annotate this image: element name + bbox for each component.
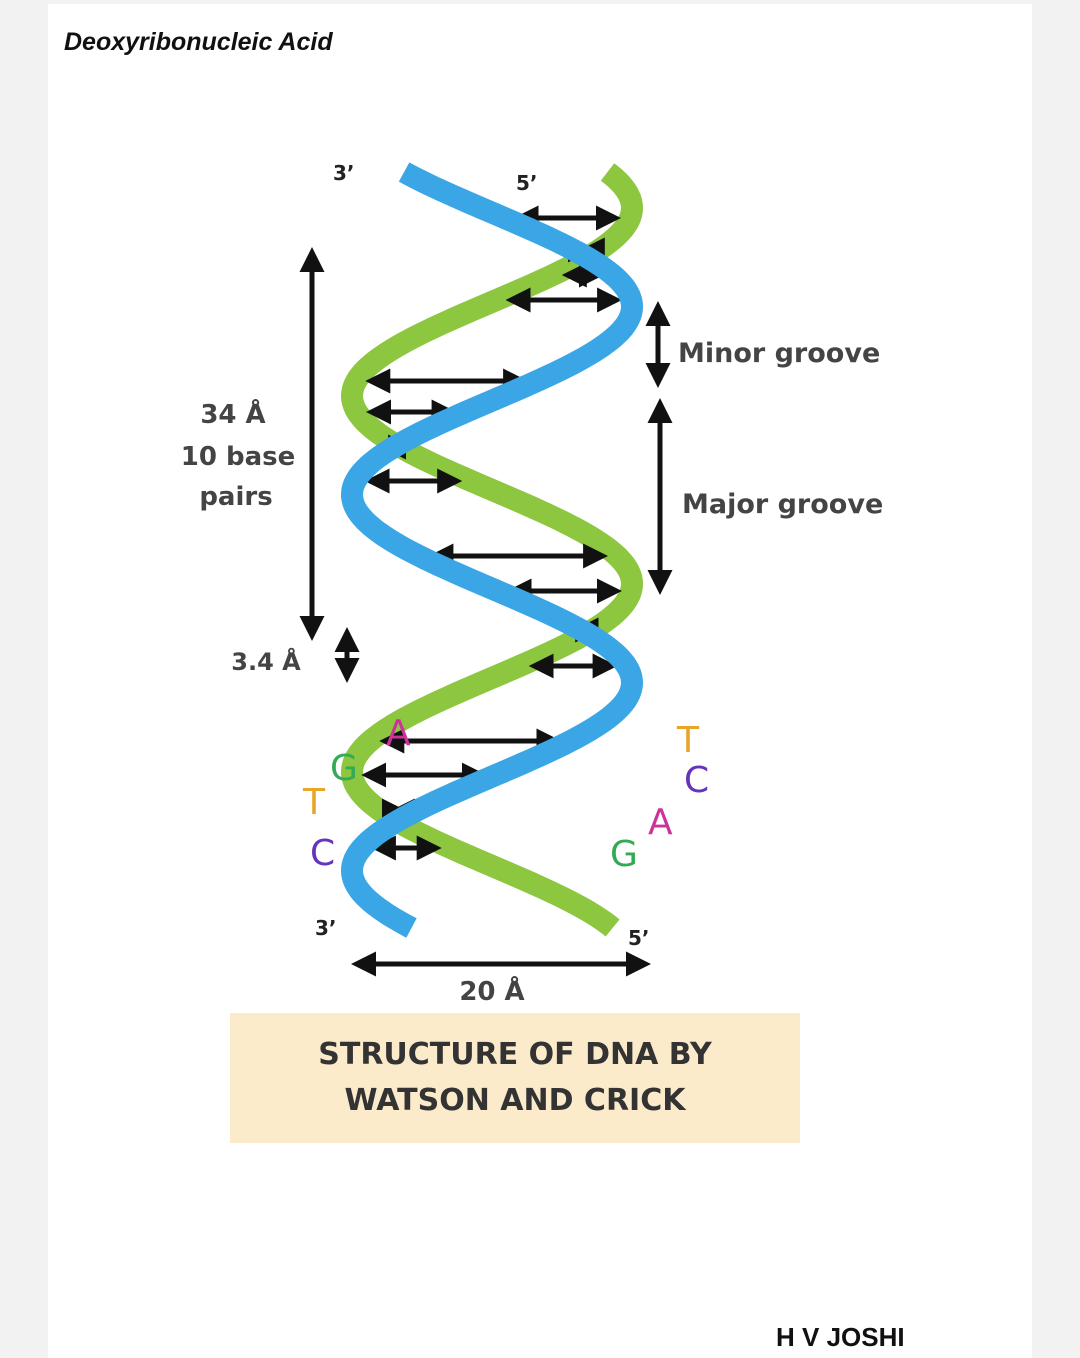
author-name: H V JOSHI [776, 1322, 905, 1352]
green-backbone-strand [340, 163, 644, 937]
rise-label: 3.4 Å [231, 647, 301, 676]
caption-line-2: WATSON AND CRICK [344, 1083, 686, 1118]
turn-length-label: 34 Å [200, 398, 265, 430]
base-letter-right-a: A [648, 802, 673, 843]
top-left-end-label: 3’ [333, 161, 355, 185]
minor-groove-label: Minor groove [678, 338, 880, 369]
base-pairs-label-line2: pairs [199, 482, 272, 512]
base-letter-right-g: G [610, 834, 638, 875]
document-title: Deoxyribonucleic Acid [64, 28, 333, 56]
base-letter-left-t: T [302, 782, 326, 823]
diagram-caption: STRUCTURE OF DNA BY WATSON AND CRICK [230, 1013, 800, 1143]
base-letter-right-c: C [684, 760, 709, 801]
base-letter-left-a: A [386, 713, 411, 754]
base-pairs-label-line1: 10 base [181, 442, 296, 472]
caption-line-1: STRUCTURE OF DNA BY [318, 1037, 712, 1072]
major-groove-label: Major groove [682, 489, 883, 520]
base-letter-right-t: T [676, 720, 700, 761]
bottom-right-end-label: 5’ [628, 926, 650, 950]
blue-backbone-strand [340, 162, 644, 938]
base-letter-left-c: C [310, 833, 335, 874]
bottom-left-end-label: 3’ [315, 916, 337, 940]
diameter-label: 20 Å [459, 975, 524, 1007]
top-right-end-label: 5’ [516, 171, 538, 195]
base-letter-left-g: G [330, 748, 358, 789]
